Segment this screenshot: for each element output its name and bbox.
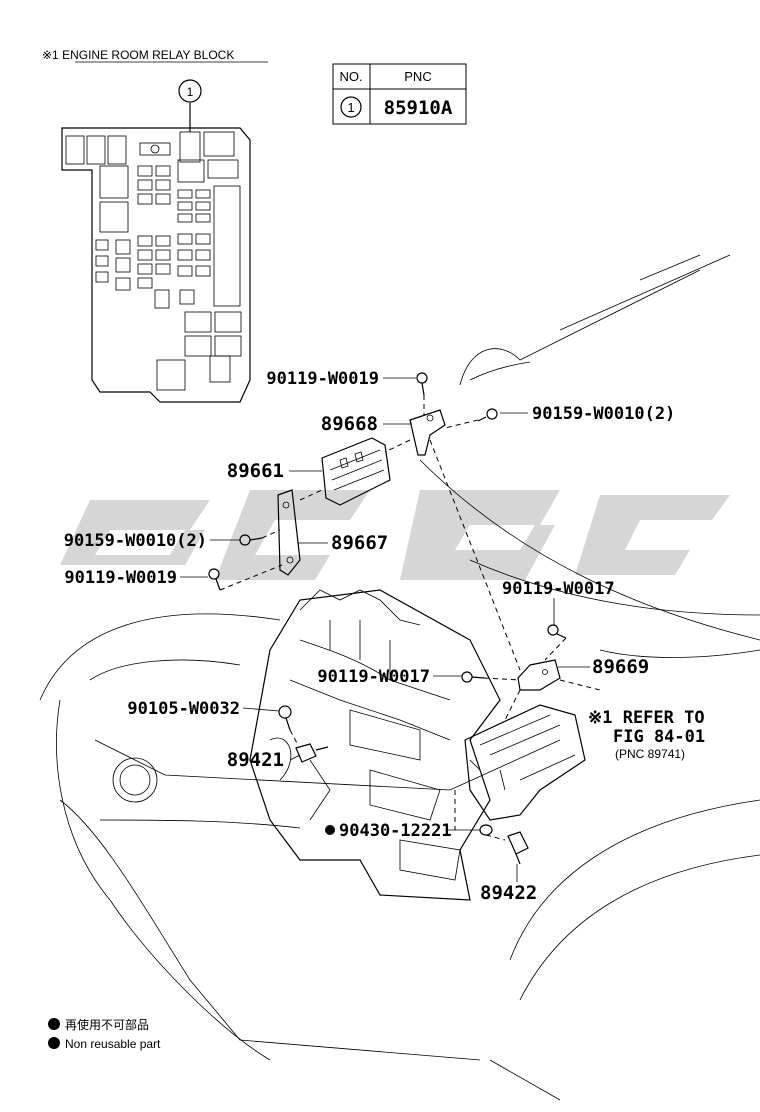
label-89667: 89667 [331, 532, 388, 554]
pnc-table-header-no: NO. [339, 69, 362, 84]
pnc-table-row-no: 1 [347, 100, 354, 115]
label-89421: 89421 [227, 749, 284, 771]
bolt-icon [461, 671, 485, 683]
label-89422: 89422 [480, 882, 537, 904]
bolt-icon [416, 372, 428, 396]
label-89668: 89668 [321, 413, 378, 435]
engine-drawing [249, 589, 501, 901]
relay-block-drawing [61, 103, 251, 403]
legend-marker-icon [48, 1037, 60, 1049]
label-89669: 89669 [592, 656, 649, 678]
sensor-icon [295, 743, 329, 763]
battery-box-drawing [464, 704, 586, 821]
label-89661: 89661 [227, 460, 284, 482]
relay-block-title: ※1 ENGINE ROOM RELAY BLOCK [42, 48, 234, 62]
label-90119-w0017-mid: 90119-W0017 [317, 667, 430, 687]
callout-circle [178, 79, 202, 103]
pnc-table-header-pnc: PNC [404, 69, 431, 84]
leader-lines [180, 377, 590, 882]
label-90105-w0032: 90105-W0032 [127, 699, 240, 719]
refer-note-line2: FIG 84-01 [613, 727, 705, 747]
legend-marker-icon [48, 1018, 60, 1030]
ecu-module-drawing [321, 437, 391, 506]
legend-en: Non reusable part [65, 1037, 161, 1051]
refer-note-line1: ※1 REFER TO [588, 708, 705, 728]
pnc-table-row-pnc: 85910A [384, 97, 453, 119]
sensor-icon [507, 831, 529, 865]
label-90119-w0019-top: 90119-W0019 [266, 369, 379, 389]
bolt-icon [477, 408, 498, 422]
gasket-icon [479, 824, 493, 836]
label-90119-w0019-left: 90119-W0019 [64, 568, 177, 588]
legend-jp: 再使用不可部品 [65, 1017, 149, 1032]
label-90430-12221: 90430-12221 [339, 821, 452, 841]
fastener-drawings [208, 372, 567, 865]
watermark-logo [60, 490, 730, 580]
bracket-right-drawing [517, 659, 561, 691]
bolt-icon [208, 568, 221, 591]
bracket-lower-drawing [277, 489, 301, 576]
non-reusable-marker-icon [325, 825, 335, 835]
bracket-upper-drawing [409, 409, 446, 456]
label-90119-w0017-right: 90119-W0017 [502, 579, 615, 599]
bolt-icon [278, 705, 292, 731]
label-90159-w0010-right: 90159-W0010(2) [532, 404, 675, 424]
bolt-icon [547, 624, 567, 639]
car-body-drawing [39, 254, 760, 1101]
callout-number: 1 [187, 85, 194, 99]
pnc-table [332, 63, 467, 125]
label-90159-w0010-left: 90159-W0010(2) [64, 531, 207, 551]
refer-note-line3: (PNC 89741) [615, 747, 685, 761]
assembly-dashed-lines [219, 395, 601, 841]
